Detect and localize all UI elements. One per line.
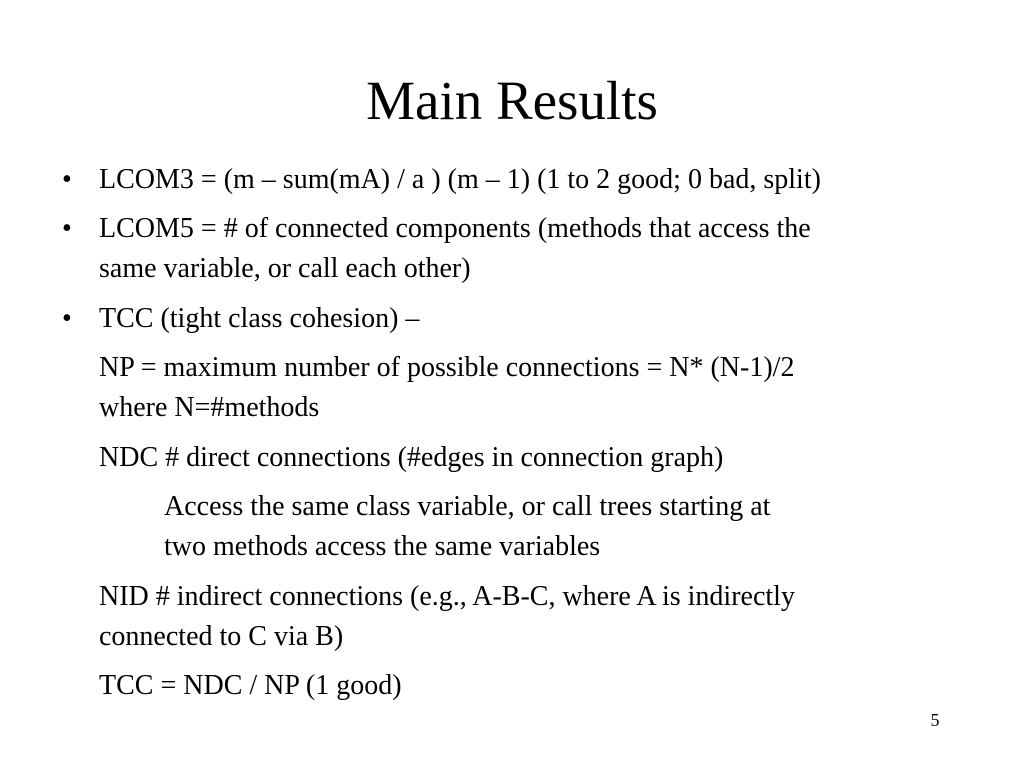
bullet-marker: •: [62, 164, 72, 195]
bullet-marker: •: [62, 213, 72, 244]
bullet-marker: •: [62, 303, 72, 334]
bullet-text-lcom3: LCOM3 = (m – sum(mA) / a ) (m – 1) (1 to…: [99, 164, 821, 195]
page-number: 5: [930, 710, 940, 730]
nid-definition-line-1: NID # indirect connections (e.g., A-B-C,…: [99, 581, 795, 612]
ndc-definition: NDC # direct connections (#edges in conn…: [99, 442, 724, 473]
slide-title: Main Results: [366, 70, 658, 131]
bullet-text-lcom5-line-1: LCOM5 = # of connected components (metho…: [99, 213, 811, 244]
np-definition-line-1: NP = maximum number of possible connecti…: [99, 352, 795, 383]
bullet-text-tcc: TCC (tight class cohesion) –: [99, 303, 420, 334]
ndc-detail-line-2: two methods access the same variables: [164, 531, 601, 562]
bullet-text-lcom5-line-2: same variable, or call each other): [99, 253, 471, 284]
tcc-formula: TCC = NDC / NP (1 good): [99, 670, 402, 701]
nid-definition-line-2: connected to C via B): [99, 621, 344, 652]
ndc-detail-line-1: Access the same class variable, or call …: [164, 491, 771, 522]
np-definition-line-2: where N=#methods: [99, 392, 320, 423]
